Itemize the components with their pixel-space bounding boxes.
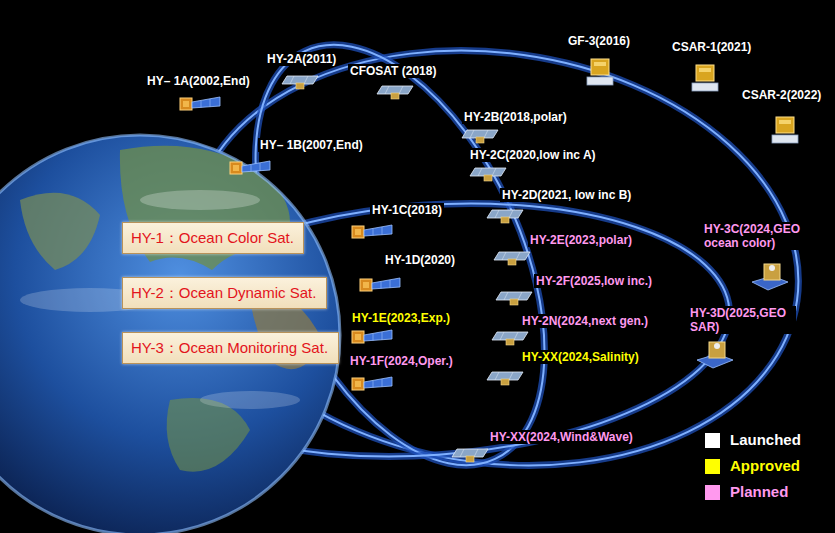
satellite-icon (282, 76, 318, 89)
legend-swatch (705, 485, 720, 500)
satellite-icon (470, 168, 506, 181)
satellite-label: CFOSAT (2018) (348, 64, 438, 78)
satellite-icon (494, 252, 530, 265)
atmosphere (0, 135, 340, 533)
satellite-label: HY-3C(2024,GEO ocean color) (702, 222, 810, 250)
satellite-icon (587, 59, 613, 85)
legend-entry: Launched (705, 431, 803, 449)
category-title: HY-2：Ocean Dynamic Sat. (131, 283, 318, 303)
satellite-icon (772, 117, 798, 143)
satellite-label: HY-1E(2023,Exp.) (350, 311, 452, 325)
satellite-label: HY-2A(2011) (265, 52, 338, 66)
legend-swatch (705, 433, 720, 448)
satellite-icon (352, 225, 392, 238)
satellite-icon (697, 342, 733, 368)
satellite-label: HY-2F(2025,low inc.) (534, 274, 654, 288)
category-box: HY-3：Ocean Monitoring Sat. (122, 332, 339, 364)
category-box: HY-2：Ocean Dynamic Sat. (122, 277, 327, 309)
satellite-label: CSAR-1(2021) (670, 40, 753, 54)
satellite-label: HY-1D(2020) (383, 253, 457, 267)
legend-swatch (705, 459, 720, 474)
legend-entry: Planned (705, 483, 790, 501)
continent (20, 193, 100, 270)
satellite-icon (487, 372, 523, 385)
satellite-label: HY-3D(2025,GEO SAR) (688, 306, 796, 334)
legend-label: Planned (728, 483, 790, 501)
satellite-label: HY-1F(2024,Oper.) (348, 354, 455, 368)
satellite-label: CSAR-2(2022) (740, 88, 823, 102)
satellite-icon (352, 377, 392, 390)
satellite-label: HY– 1B(2007,End) (258, 138, 365, 152)
legend-entry: Approved (705, 457, 802, 475)
satellites (180, 59, 798, 462)
satellite-label: HY-2N(2024,next gen.) (520, 314, 650, 328)
satellite-label: HY-XX(2024,Salinity) (520, 350, 641, 364)
satellite-icon (752, 264, 788, 290)
satellite-label: HY-2E(2023,polar) (528, 233, 634, 247)
satellite-icon (492, 332, 528, 345)
continent (167, 398, 250, 472)
satellite-icon (377, 86, 413, 99)
satellite-icon (180, 97, 220, 110)
satellite-icon (496, 292, 532, 305)
satellite-icon (360, 278, 400, 291)
satellite-label: HY-2B(2018,polar) (462, 110, 569, 124)
legend-label: Launched (728, 431, 803, 449)
satellite-icon (352, 330, 392, 343)
cloud (200, 391, 300, 409)
legend-label: Approved (728, 457, 802, 475)
satellite-label: HY-XX(2024,Wind&Wave) (488, 430, 635, 444)
satellite-label: HY-1C(2018) (370, 203, 444, 217)
cloud (140, 190, 260, 210)
category-box: HY-1：Ocean Color Sat. (122, 222, 304, 254)
satellite-label: HY-2C(2020,low inc A) (468, 148, 598, 162)
satellite-icon (487, 210, 523, 223)
earth (0, 135, 340, 533)
satellite-icon (452, 449, 488, 462)
satellite-label: HY-2D(2021, low inc B) (500, 188, 633, 202)
satellite-icon (462, 130, 498, 143)
satellite-icon (692, 65, 718, 91)
globe (0, 135, 340, 533)
satellite-icon (230, 161, 270, 174)
satellite-label: GF-3(2016) (566, 34, 632, 48)
category-title: HY-3：Ocean Monitoring Sat. (131, 338, 330, 358)
satellite-label: HY– 1A(2002,End) (145, 74, 252, 88)
category-title: HY-1：Ocean Color Sat. (131, 228, 295, 248)
